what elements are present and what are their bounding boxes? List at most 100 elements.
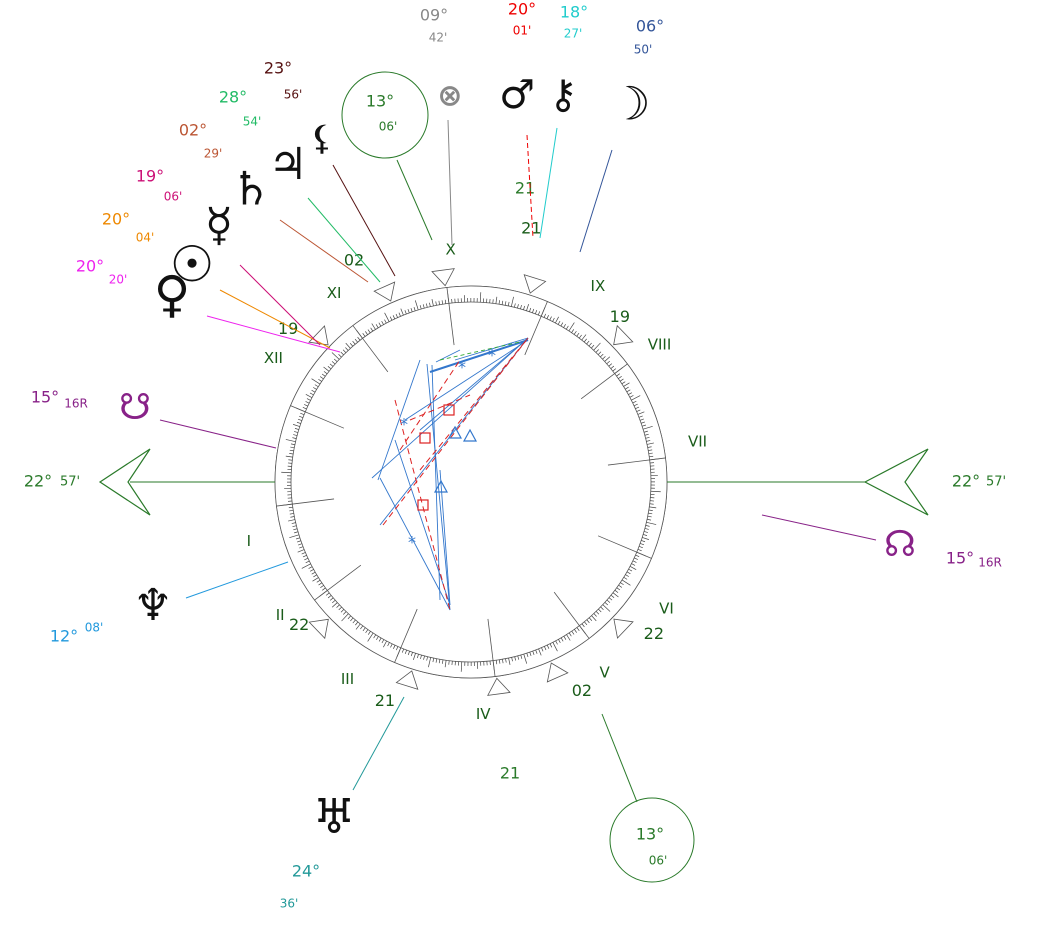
saturn-degree: 02° xyxy=(179,121,207,140)
mars-minutes: 01' xyxy=(513,24,532,38)
degree-tick xyxy=(639,418,644,421)
degree-tick xyxy=(288,506,293,509)
degree-tick xyxy=(632,400,637,404)
degree-tick xyxy=(285,439,296,443)
degree-tick xyxy=(637,411,645,415)
degree-tick xyxy=(581,623,585,628)
degree-tick xyxy=(517,655,520,660)
mercury-leader-line xyxy=(239,264,321,346)
trine-aspect-icon xyxy=(462,428,478,442)
sun-minutes: 04' xyxy=(136,231,155,245)
degree-tick xyxy=(514,303,516,308)
degree-tick xyxy=(529,307,532,312)
degree-tick xyxy=(355,621,359,626)
degree-tick xyxy=(323,366,330,372)
degree-tick xyxy=(313,574,317,578)
degree-tick xyxy=(565,325,569,330)
degree-tick xyxy=(619,378,624,382)
degree-tick xyxy=(352,619,356,624)
degree-tick xyxy=(529,652,532,657)
degree-tick xyxy=(419,305,422,310)
aspect-line-red xyxy=(399,359,461,451)
degree-tick xyxy=(333,358,338,362)
degree-tick xyxy=(558,639,561,644)
degree-tick xyxy=(648,449,653,451)
degree-tick xyxy=(343,611,347,615)
saturn-icon: ♄ xyxy=(230,162,271,216)
degree-tick xyxy=(646,442,654,445)
degree-tick xyxy=(438,300,440,305)
trine-aspect-icon xyxy=(447,425,463,439)
degree-tick xyxy=(299,546,304,549)
degree-tick xyxy=(423,655,425,660)
degree-tick xyxy=(312,577,319,582)
degree-tick xyxy=(602,356,606,360)
degree-tick xyxy=(571,329,575,333)
degree-tick xyxy=(502,659,504,664)
degree-tick xyxy=(532,308,535,313)
degree-tick xyxy=(643,430,648,433)
degree-tick xyxy=(373,634,377,639)
sign-boundary xyxy=(314,564,362,601)
house-cusp-degree: 19 xyxy=(278,319,298,338)
degree-tick xyxy=(647,446,652,448)
degree-tick xyxy=(549,643,553,648)
degree-tick xyxy=(618,584,623,588)
aspect-line-blue xyxy=(379,337,529,526)
degree-tick xyxy=(325,592,330,596)
degree-tick xyxy=(638,546,643,549)
degree-tick xyxy=(308,566,313,569)
lilith-leader-line xyxy=(332,164,396,277)
degree-tick xyxy=(557,320,561,325)
jupiter-leader-line xyxy=(307,197,381,283)
sign-boundary xyxy=(276,498,335,507)
degree-tick xyxy=(595,611,600,615)
degree-tick xyxy=(541,647,544,652)
degree-tick xyxy=(292,437,297,439)
degree-tick xyxy=(600,353,604,358)
degree-tick xyxy=(410,652,413,657)
degree-tick xyxy=(428,657,432,668)
degree-tick xyxy=(336,604,340,608)
degree-tick xyxy=(401,648,405,653)
degree-tick xyxy=(571,630,575,635)
degree-tick xyxy=(383,640,387,648)
degree-tick xyxy=(604,602,609,606)
ic-circle xyxy=(609,797,695,883)
square-aspect-icon xyxy=(443,404,455,416)
dsc-arrow-icon xyxy=(863,448,929,516)
degree-tick xyxy=(637,548,642,552)
mercury-degree: 19° xyxy=(136,167,164,186)
sun-leader-line xyxy=(219,289,331,349)
degree-tick xyxy=(290,443,295,446)
degree-tick xyxy=(649,506,657,509)
degree-tick xyxy=(384,312,390,322)
degree-tick xyxy=(573,330,577,335)
chiron-minutes: 27' xyxy=(564,27,583,41)
asc-degree: 22° xyxy=(24,472,52,491)
degree-tick xyxy=(537,311,541,316)
degree-tick xyxy=(598,608,602,613)
degree-tick xyxy=(593,342,601,351)
degree-tick xyxy=(331,361,336,365)
degree-tick xyxy=(644,528,649,530)
degree-tick xyxy=(281,471,292,474)
degree-tick xyxy=(292,525,297,528)
degree-tick xyxy=(299,415,304,418)
mc-minutes: 06' xyxy=(379,120,398,134)
degree-tick xyxy=(552,317,555,322)
degree-tick xyxy=(425,303,428,308)
asc-minutes: 57' xyxy=(60,475,80,490)
degree-tick xyxy=(644,433,649,436)
degree-tick xyxy=(442,659,444,664)
house-numeral: VI xyxy=(659,599,674,617)
degree-tick xyxy=(642,424,647,427)
degree-tick xyxy=(404,649,407,654)
degree-tick xyxy=(365,629,369,634)
degree-tick xyxy=(498,659,501,664)
degree-tick xyxy=(362,333,366,337)
mercury-icon: ☿ xyxy=(205,198,233,252)
degree-tick xyxy=(546,315,549,319)
degree-tick xyxy=(305,560,310,564)
degree-tick xyxy=(285,455,293,458)
